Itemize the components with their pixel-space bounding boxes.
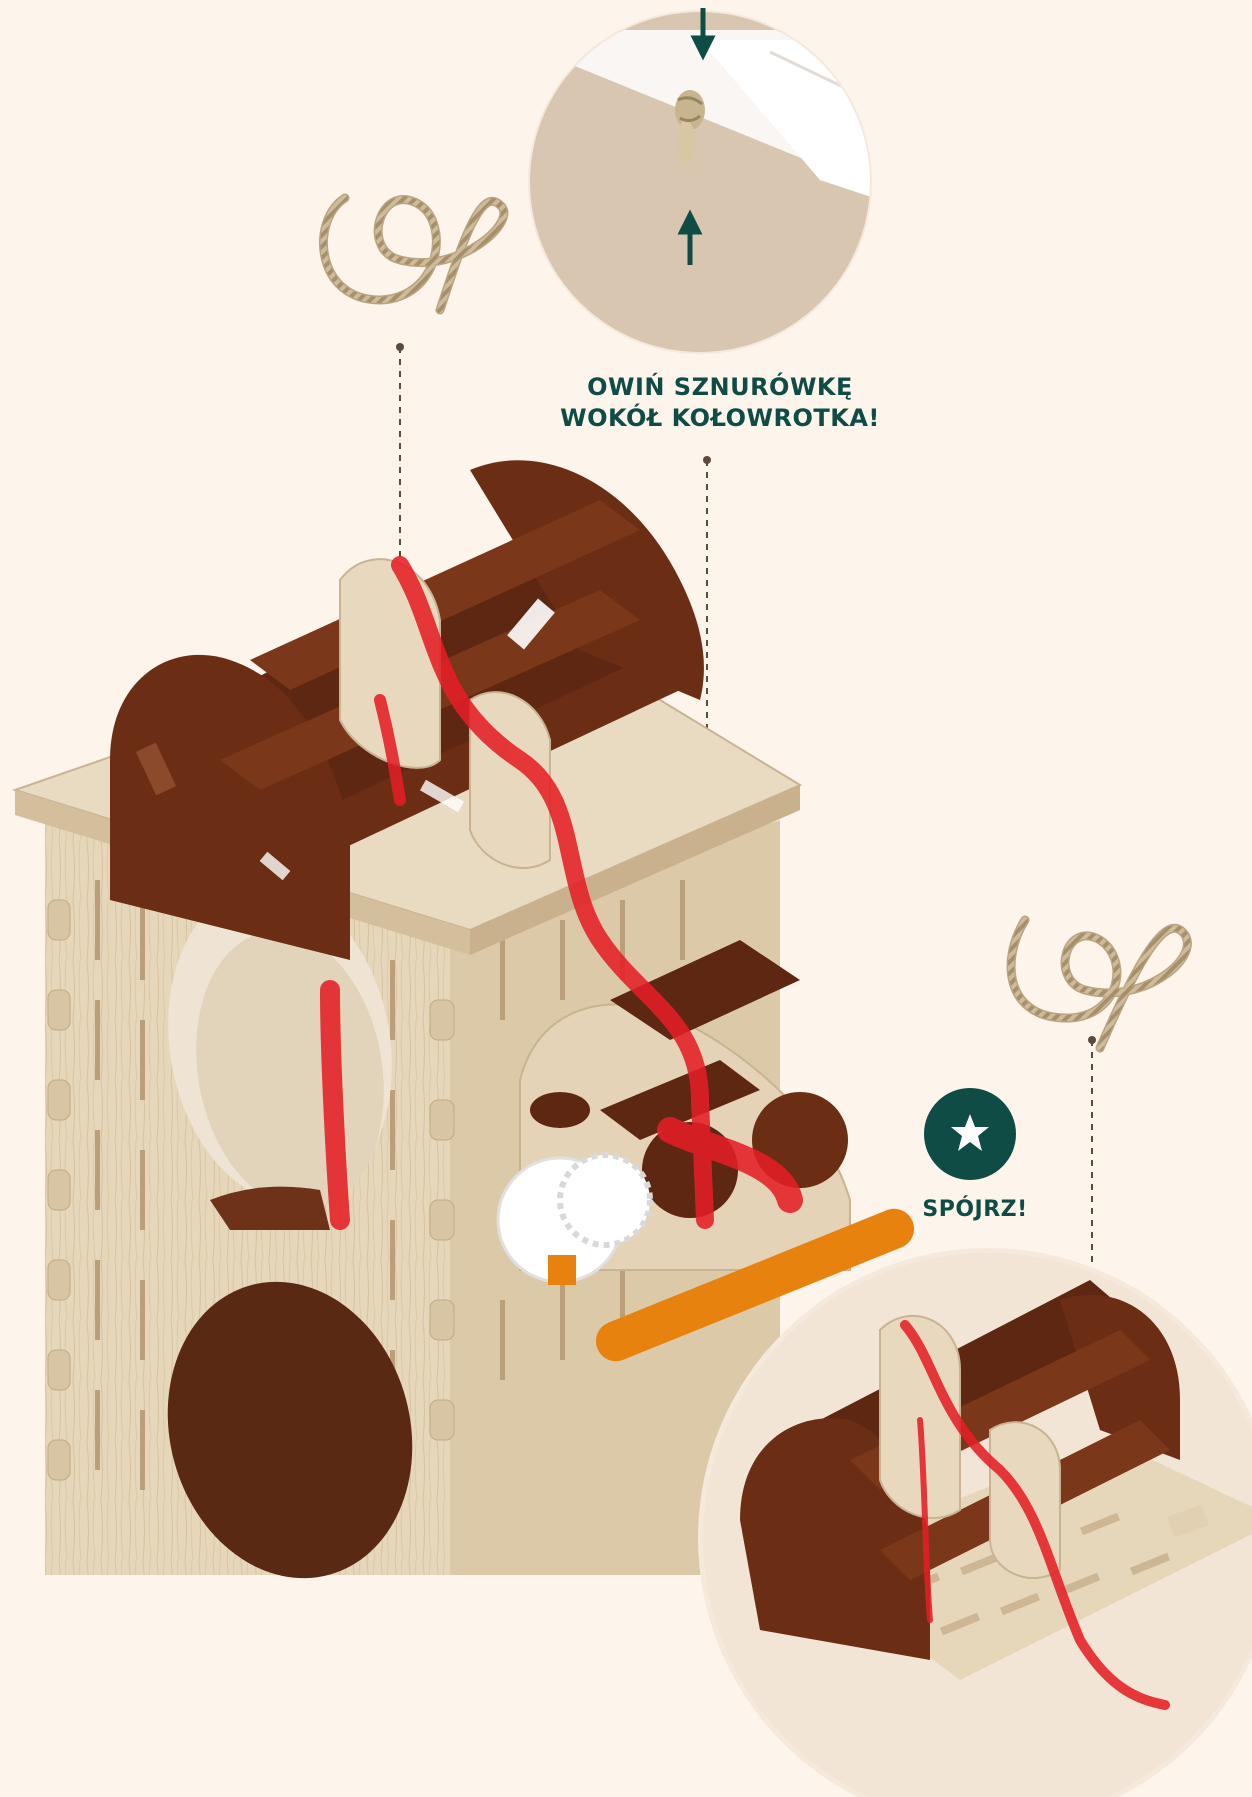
knot-detail-circle [520, 0, 880, 360]
look-label: SPÓJRZ! [900, 1197, 1050, 1222]
rope-loop-icon [323, 198, 503, 310]
instruction-line-2: WOKÓŁ KOŁOWROTKA! [500, 403, 940, 434]
rope-loop-icon [1011, 920, 1187, 1048]
instruction-line-1: OWIŃ SZNURÓWKĘ [500, 372, 940, 403]
look-badge [924, 1088, 1016, 1180]
wind-lace-instruction: OWIŃ SZNURÓWKĘ WOKÓŁ KOŁOWROTKA! [500, 372, 940, 434]
star-icon [947, 1111, 993, 1157]
